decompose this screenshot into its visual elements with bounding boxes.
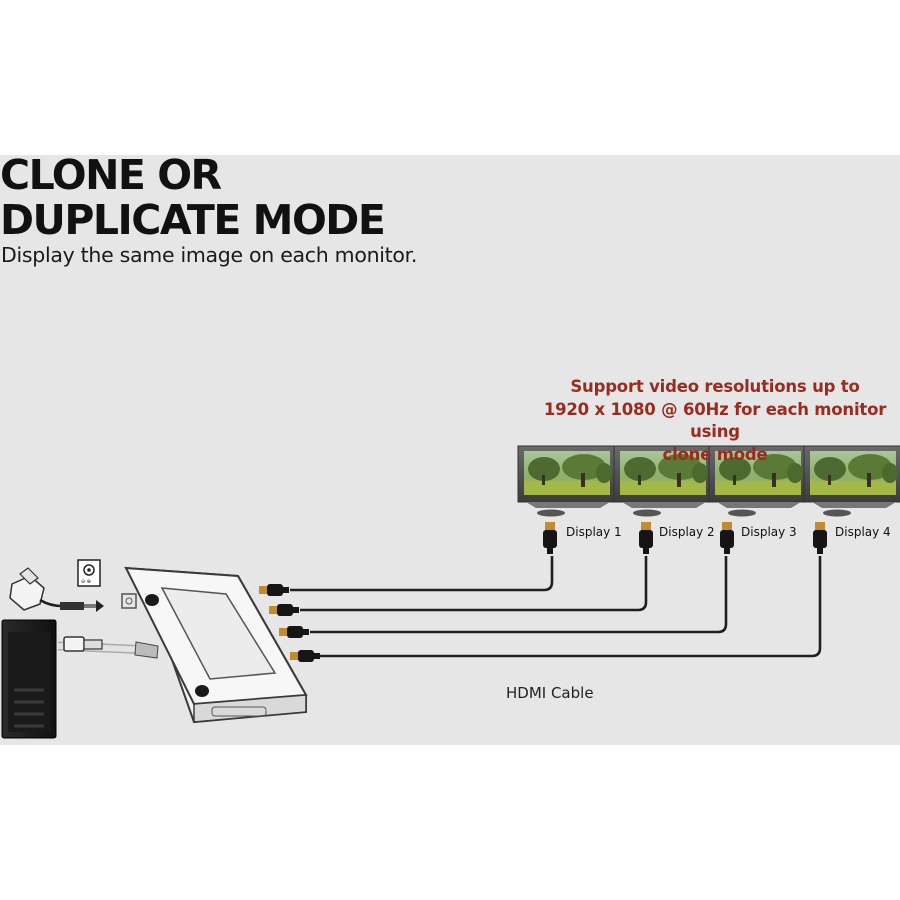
title-line-1: CLONE OR bbox=[0, 151, 222, 199]
resolution-support-note: Support video resolutions up to 1920 x 1… bbox=[520, 376, 900, 466]
hdmi-cable-4 bbox=[320, 556, 822, 658]
usb-plug-icon bbox=[63, 636, 159, 659]
hdmi-plug-icon bbox=[720, 522, 734, 554]
support-line-2: 1920 x 1080 @ 60Hz for each monitor usin… bbox=[543, 399, 887, 442]
svg-text:⊖ ⊕: ⊖ ⊕ bbox=[81, 579, 91, 585]
page-subtitle: Display the same image on each monitor. bbox=[1, 243, 418, 267]
monitor-1-icon bbox=[517, 445, 617, 517]
monitor-4-icon bbox=[803, 445, 900, 517]
display-3-label: Display 3 bbox=[741, 525, 797, 539]
usb-cable bbox=[57, 636, 159, 659]
support-line-3: clone mode bbox=[662, 444, 768, 464]
support-line-1: Support video resolutions up to bbox=[570, 377, 860, 396]
title-line-2: DUPLICATE MODE bbox=[0, 196, 386, 244]
hdmi-cable-2 bbox=[300, 556, 648, 612]
hdmi-cable-3 bbox=[310, 556, 728, 634]
page-title: CLONE OR DUPLICATE MODE bbox=[0, 151, 386, 244]
monitor-2-icon bbox=[613, 445, 713, 517]
power-adapter-icon bbox=[9, 567, 104, 612]
hdmi-plug-icon bbox=[290, 650, 320, 662]
display-2-label: Display 2 bbox=[659, 525, 715, 539]
laptop-icon bbox=[1, 619, 57, 739]
usb-hdmi-adapter-hub bbox=[121, 566, 308, 724]
hdmi-plug-icon bbox=[259, 584, 289, 596]
monitor-3-icon bbox=[708, 445, 808, 517]
hdmi-cables bbox=[290, 556, 822, 658]
monitor-array bbox=[517, 445, 900, 517]
hdmi-plug-icon bbox=[269, 604, 299, 616]
dc-in-port-icon: ⊖ ⊕ bbox=[77, 559, 101, 587]
hdmi-cable-1 bbox=[290, 556, 554, 592]
hdmi-plug-icon bbox=[543, 522, 557, 554]
hdmi-plug-icon bbox=[813, 522, 827, 554]
hdmi-cable-label: HDMI Cable bbox=[506, 684, 594, 702]
display-1-label: Display 1 bbox=[566, 525, 622, 539]
display-4-label: Display 4 bbox=[835, 525, 891, 539]
hdmi-plug-icon bbox=[279, 626, 309, 638]
hdmi-plug-icon bbox=[639, 522, 653, 554]
